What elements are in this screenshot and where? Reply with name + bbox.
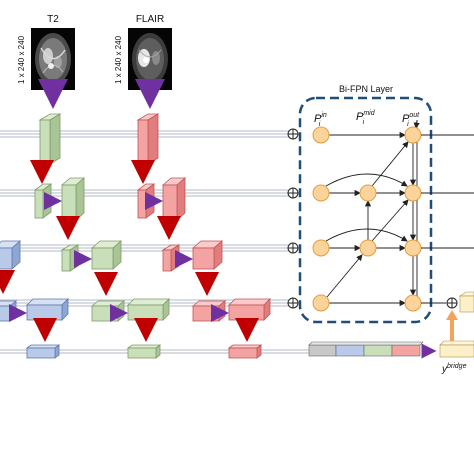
blue-feature-block xyxy=(0,300,18,322)
bridge-output-block xyxy=(439,291,474,358)
flair-label: FLAIR xyxy=(136,14,164,25)
bifpn-title: Bi-FPN Layer xyxy=(339,84,393,94)
red-feature-block xyxy=(228,298,271,321)
bifpn-output-lines xyxy=(421,134,474,304)
green-feature-block xyxy=(33,183,53,219)
blue-feature-block xyxy=(26,298,69,321)
y-bridge-label: ybridge xyxy=(441,363,467,375)
concat-feature-bar xyxy=(308,341,424,357)
red-feature-block xyxy=(161,244,181,272)
red-feature-block xyxy=(161,177,187,221)
red-feature-block xyxy=(136,113,160,165)
green-feature-block xyxy=(127,298,170,321)
flair-dimension-label: 1 x 240 x 240 xyxy=(114,35,123,84)
bifpn-nodes xyxy=(312,126,422,312)
blue-feature-block xyxy=(0,240,22,270)
red-feature-block xyxy=(136,183,156,219)
green-feature-block xyxy=(60,244,80,272)
green-feature-block xyxy=(60,177,86,221)
bifpn-connections xyxy=(325,119,420,307)
bridge-up-arrowhead xyxy=(446,310,458,320)
green-feature-block xyxy=(126,344,162,359)
t2-label: T2 xyxy=(47,14,59,25)
red-feature-block xyxy=(191,240,224,270)
t2-dimension-label: 1 x 240 x 240 xyxy=(17,35,26,84)
downsample-arrows xyxy=(0,160,259,342)
bifpn-layer-box xyxy=(298,96,433,324)
red-feature-block xyxy=(227,344,263,359)
t2-mri-image xyxy=(31,28,75,90)
green-feature-block xyxy=(38,113,62,165)
red-feature-block xyxy=(191,300,227,322)
blue-feature-block xyxy=(25,344,61,359)
sum-nodes xyxy=(287,128,458,309)
conv-arrows xyxy=(9,192,229,322)
green-feature-block xyxy=(90,240,123,270)
green-feature-block xyxy=(90,300,126,322)
